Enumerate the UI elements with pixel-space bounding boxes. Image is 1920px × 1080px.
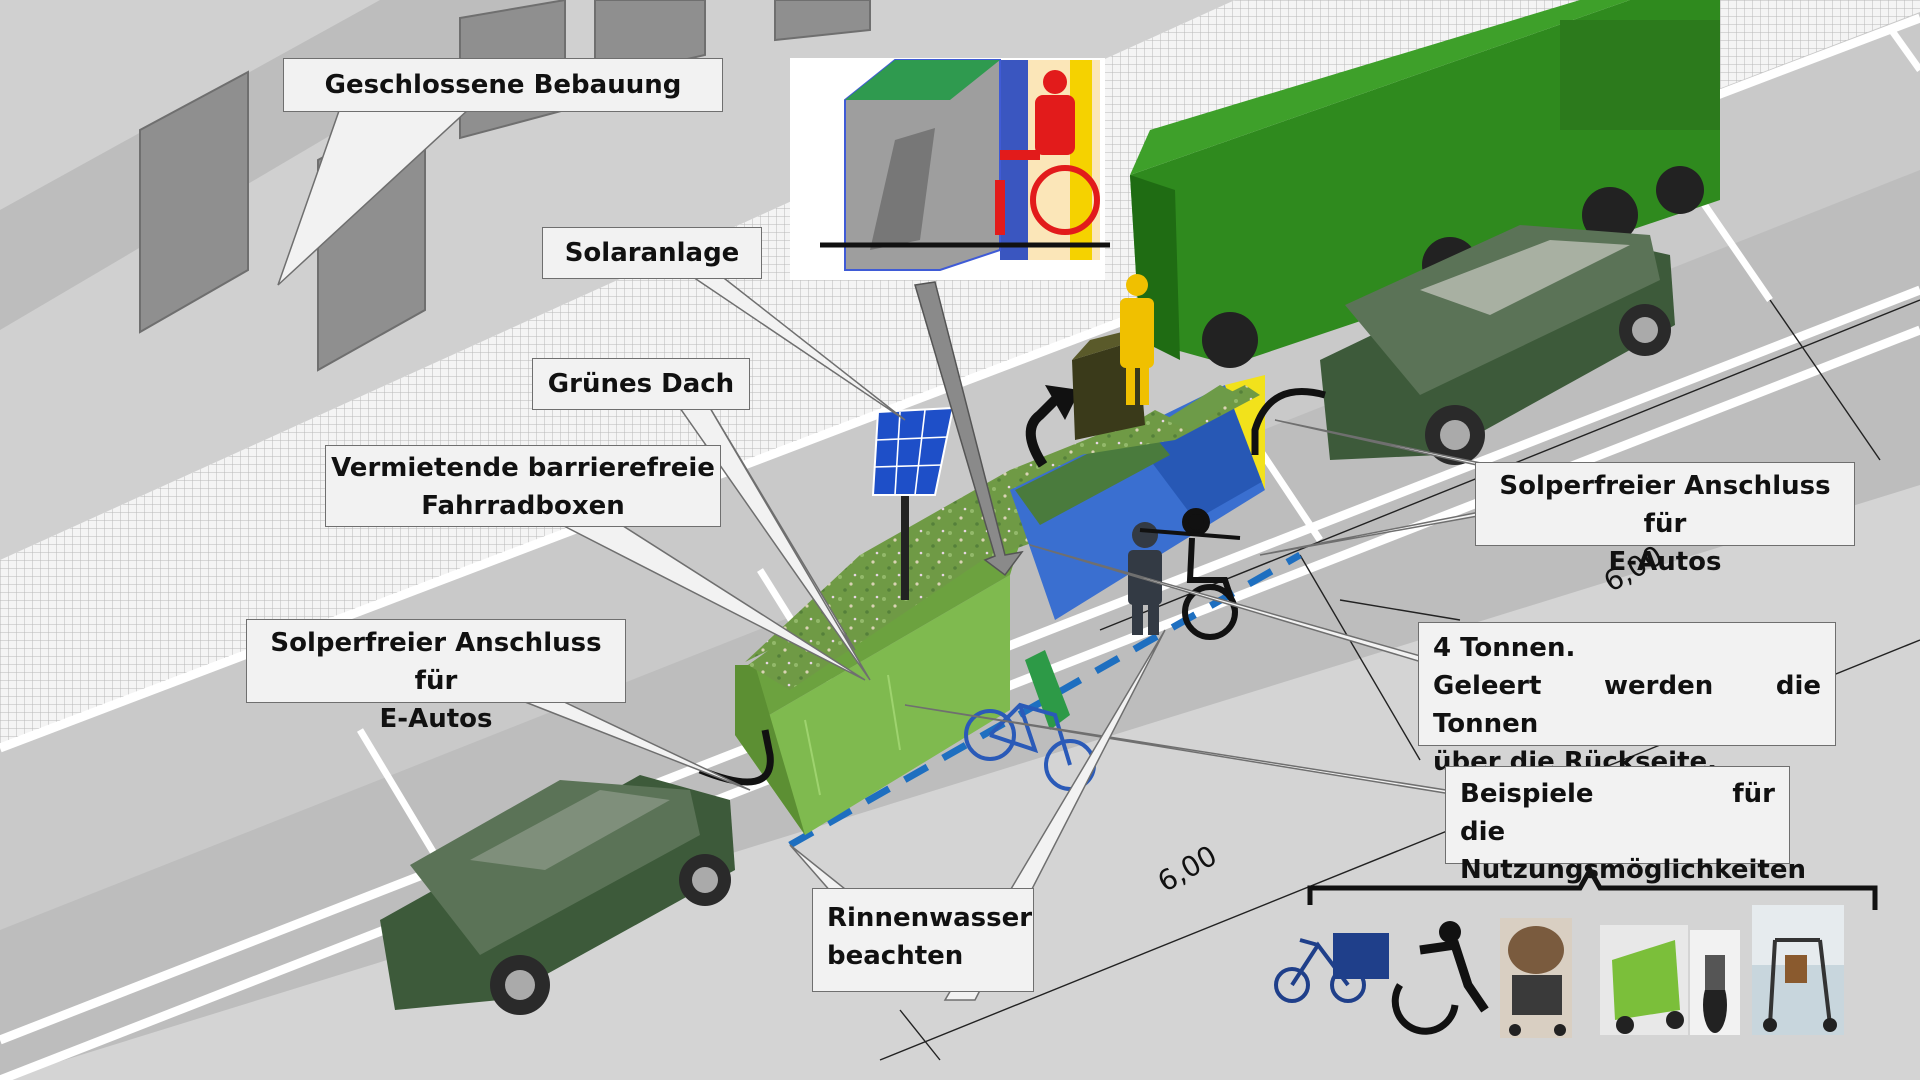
callout-gruenes-dach: Grünes Dach [532, 358, 750, 410]
callout-text: Solaranlage [565, 238, 740, 268]
callout-beispiele: Beispiele für die Nutzungsmöglichkeiten [1445, 766, 1790, 864]
callout-text-line2: Nutzungsmöglichkeiten [1460, 851, 1775, 889]
callout-text-line2: E-Autos [247, 700, 625, 738]
callout-text-line2: beachten [827, 937, 1019, 975]
callout-anschluss-right: Solperfreier Anschluss für E-Autos [1475, 462, 1855, 546]
callout-anschluss-left: Solperfreier Anschluss für E-Autos [246, 619, 626, 703]
bike-trailer-icon [1600, 925, 1688, 1035]
stroller-icon [1500, 918, 1572, 1038]
motorbike-icon [1690, 930, 1740, 1035]
callout-text-line1: Solperfreier Anschluss für [1476, 467, 1854, 543]
callout-text-line1: Vermietende barrierefreie [326, 449, 720, 487]
callout-solaranlage: Solaranlage [542, 227, 762, 279]
callout-text-line1: Solperfreier Anschluss für [247, 624, 625, 700]
callout-text-line1: Rinnenwasser [827, 899, 1019, 937]
callout-text-line2: Fahrradboxen [326, 487, 720, 525]
callout-fahrradboxen: Vermietende barrierefreie Fahrradboxen [325, 445, 721, 527]
callout-text: Geschlossene Bebauung [325, 70, 682, 100]
callout-text: Grünes Dach [548, 369, 734, 399]
callout-geschlossene-bebauung: Geschlossene Bebauung [283, 58, 723, 112]
callout-tonnen: 4 Tonnen. Geleert werden die Tonnen über… [1418, 622, 1836, 746]
bike-box-inset-illustration [790, 58, 1110, 280]
callout-text-line1: Beispiele für die [1460, 775, 1775, 851]
callout-rinnenwasser: Rinnenwasser beachten [812, 888, 1034, 992]
callout-text-line1: 4 Tonnen. [1433, 629, 1821, 667]
rollator-icon [1752, 905, 1844, 1035]
callout-text-line2: Geleert werden die Tonnen [1433, 667, 1821, 743]
